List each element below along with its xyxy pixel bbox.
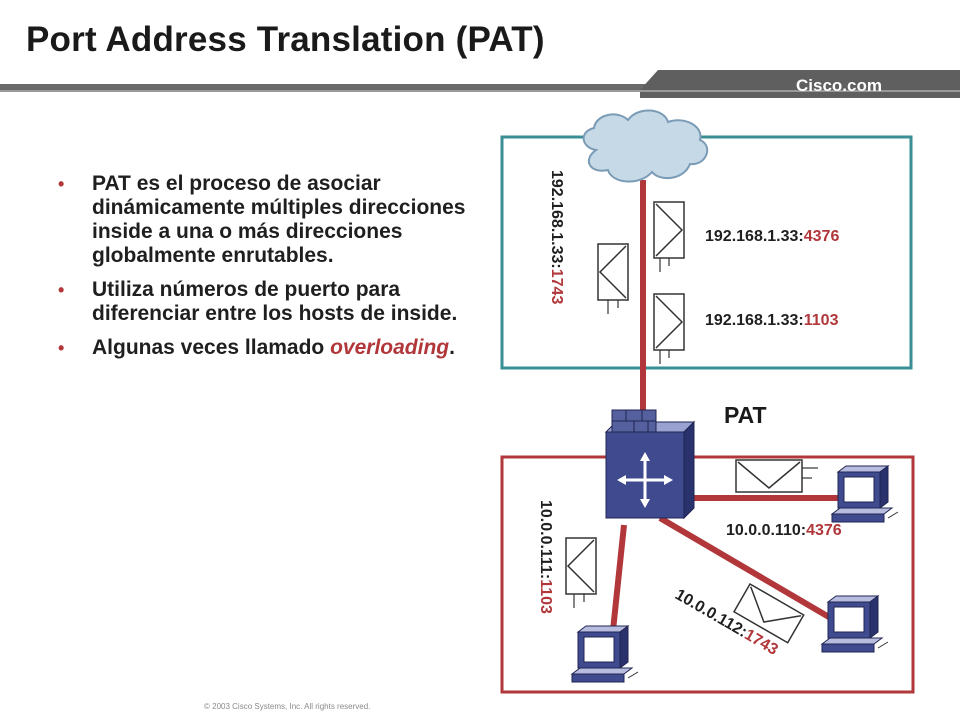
outside-addr-bottom: 192.168.1.33:1103 [705, 312, 838, 330]
addr-ip: 10.0.0.111: [537, 500, 554, 580]
addr-ip: 192.168.1.33: [705, 228, 804, 245]
firewall-router-icon [604, 409, 696, 520]
addr-ip: 192.168.1.33: [548, 170, 565, 269]
link-host-diag [658, 515, 836, 623]
addr-port: 4376 [803, 228, 840, 245]
envelope-icon [565, 537, 597, 608]
bullet-item: • Algunas veces llamado overloading. [58, 336, 478, 360]
bullet-text-end: . [449, 336, 455, 359]
copyright-notice: © 2003 Cisco Systems, Inc. All rights re… [204, 702, 371, 711]
inside-addr-vertical: 10.0.0.111:1103 [536, 500, 554, 614]
outside-network-box [500, 135, 913, 370]
header-bar [0, 70, 960, 98]
envelope-icon [597, 243, 629, 314]
addr-port: 1743 [548, 268, 565, 305]
addr-ip: 192.168.1.33: [705, 312, 804, 329]
bullet-list: • PAT es el proceso de asociar dinámicam… [58, 172, 478, 370]
workstation-icon [820, 595, 889, 653]
cisco-brand-label: Cisco.com [796, 76, 882, 95]
inside-network-box [500, 455, 915, 694]
inside-addr-right: 10.0.0.110:4376 [726, 522, 842, 540]
outside-addr-vertical: 192.168.1.33:1743 [547, 170, 565, 304]
bullet-dot: • [58, 174, 65, 194]
addr-port: 4376 [806, 522, 842, 539]
workstation-icon [830, 465, 899, 523]
cloud-icon [582, 109, 709, 183]
pat-device-label: PAT [724, 402, 767, 428]
bullet-emphasis: overloading [330, 336, 450, 359]
bullet-text: Algunas veces llamado [92, 336, 331, 359]
addr-port: 1103 [803, 312, 839, 329]
bullet-item: • PAT es el proceso de asociar dinámicam… [58, 172, 478, 268]
envelope-icon [732, 582, 805, 644]
bullet-dot: • [58, 280, 65, 300]
bullet-text: Utiliza números de puerto para diferenci… [92, 278, 458, 325]
addr-ip: 10.0.0.110: [726, 522, 807, 539]
outside-addr-top: 192.168.1.33:4376 [705, 228, 839, 246]
bullet-dot: • [58, 338, 65, 358]
bullet-item: • Utiliza números de puerto para diferen… [58, 278, 478, 326]
envelope-icon [653, 201, 685, 272]
slide-title: Port Address Translation (PAT) [26, 20, 545, 59]
link-host-left [609, 524, 627, 641]
envelope-icon [653, 293, 685, 364]
addr-port: 1103 [537, 579, 554, 614]
envelope-icon [735, 459, 818, 493]
bullet-text: PAT es el proceso de asociar dinámicamen… [92, 172, 466, 267]
workstation-icon [570, 625, 639, 683]
